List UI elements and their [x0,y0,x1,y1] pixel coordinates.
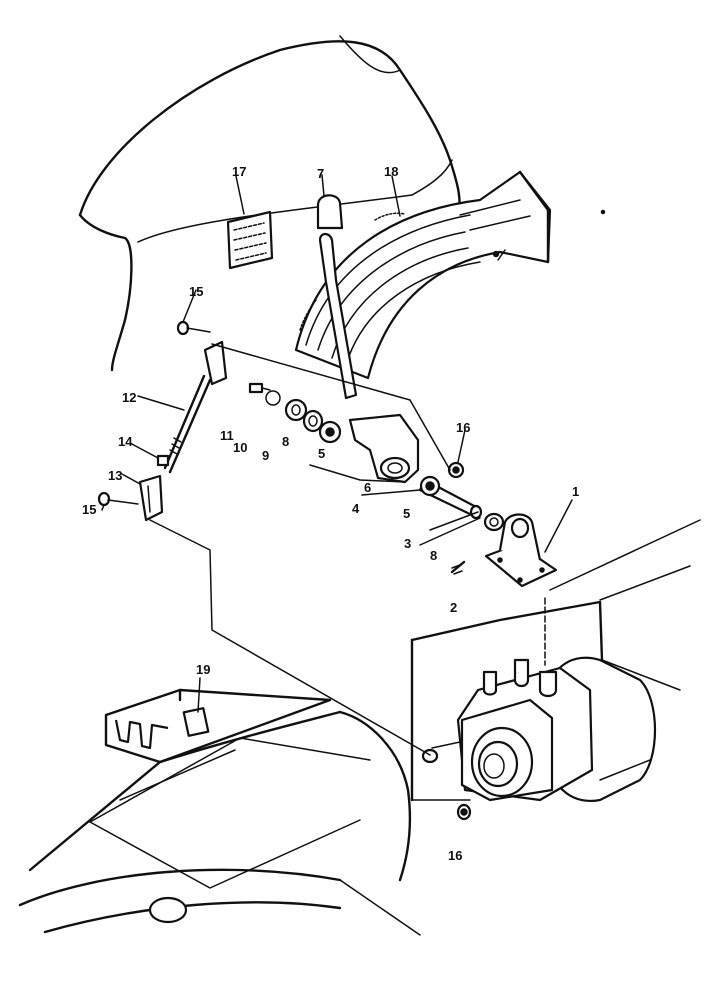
callout-8b: 8 [430,548,437,563]
callout-8a: 8 [282,434,289,449]
callout-9: 9 [262,448,269,463]
decal-17 [226,210,274,270]
callout-15b: 15 [82,502,96,517]
nut-16-lower [456,803,472,821]
callout-7: 7 [317,166,324,181]
callout-2: 2 [450,600,457,615]
callout-19: 19 [196,662,210,677]
callout-10: 10 [233,440,247,455]
callout-6: 6 [364,480,371,495]
callout-18: 18 [384,164,398,179]
floor-panel [18,688,421,936]
bolt-15-upper [176,320,211,336]
clevis-13 [138,474,164,522]
bolt-15-lower [97,491,139,507]
callout-13: 13 [108,468,122,483]
shift-quadrant-18 [294,170,552,380]
callout-3: 3 [404,536,411,551]
leader-lines [101,174,573,756]
callout-5a: 5 [318,446,325,461]
callouts: 1 2 3 4 5 5 6 7 8 8 9 10 11 12 13 14 15 … [82,164,579,863]
pivot-bracket-1 [484,513,558,588]
bearing-5-right [419,475,441,497]
nut-16-upper [447,461,465,479]
bearing-5-left [318,420,342,444]
shift-lever-6 [318,232,420,484]
spring-pin-2 [450,560,466,575]
callout-11: 11 [220,428,234,443]
callout-12: 12 [122,390,136,405]
washer-9 [284,398,308,422]
callout-16a: 16 [456,420,470,435]
callout-5b: 5 [403,506,410,521]
screw-11 [248,382,271,394]
washer-8-left [302,409,324,433]
washer-8-right [483,512,505,532]
callout-15a: 15 [189,284,203,299]
callout-1: 1 [572,484,579,499]
knob-7 [316,194,344,230]
callout-16b: 16 [448,848,462,863]
lockwasher-10 [265,390,281,406]
callout-17: 17 [232,164,246,179]
callout-14: 14 [118,434,133,449]
nut-14 [156,454,170,467]
transmission-housing [410,519,701,803]
callout-4: 4 [352,501,360,516]
